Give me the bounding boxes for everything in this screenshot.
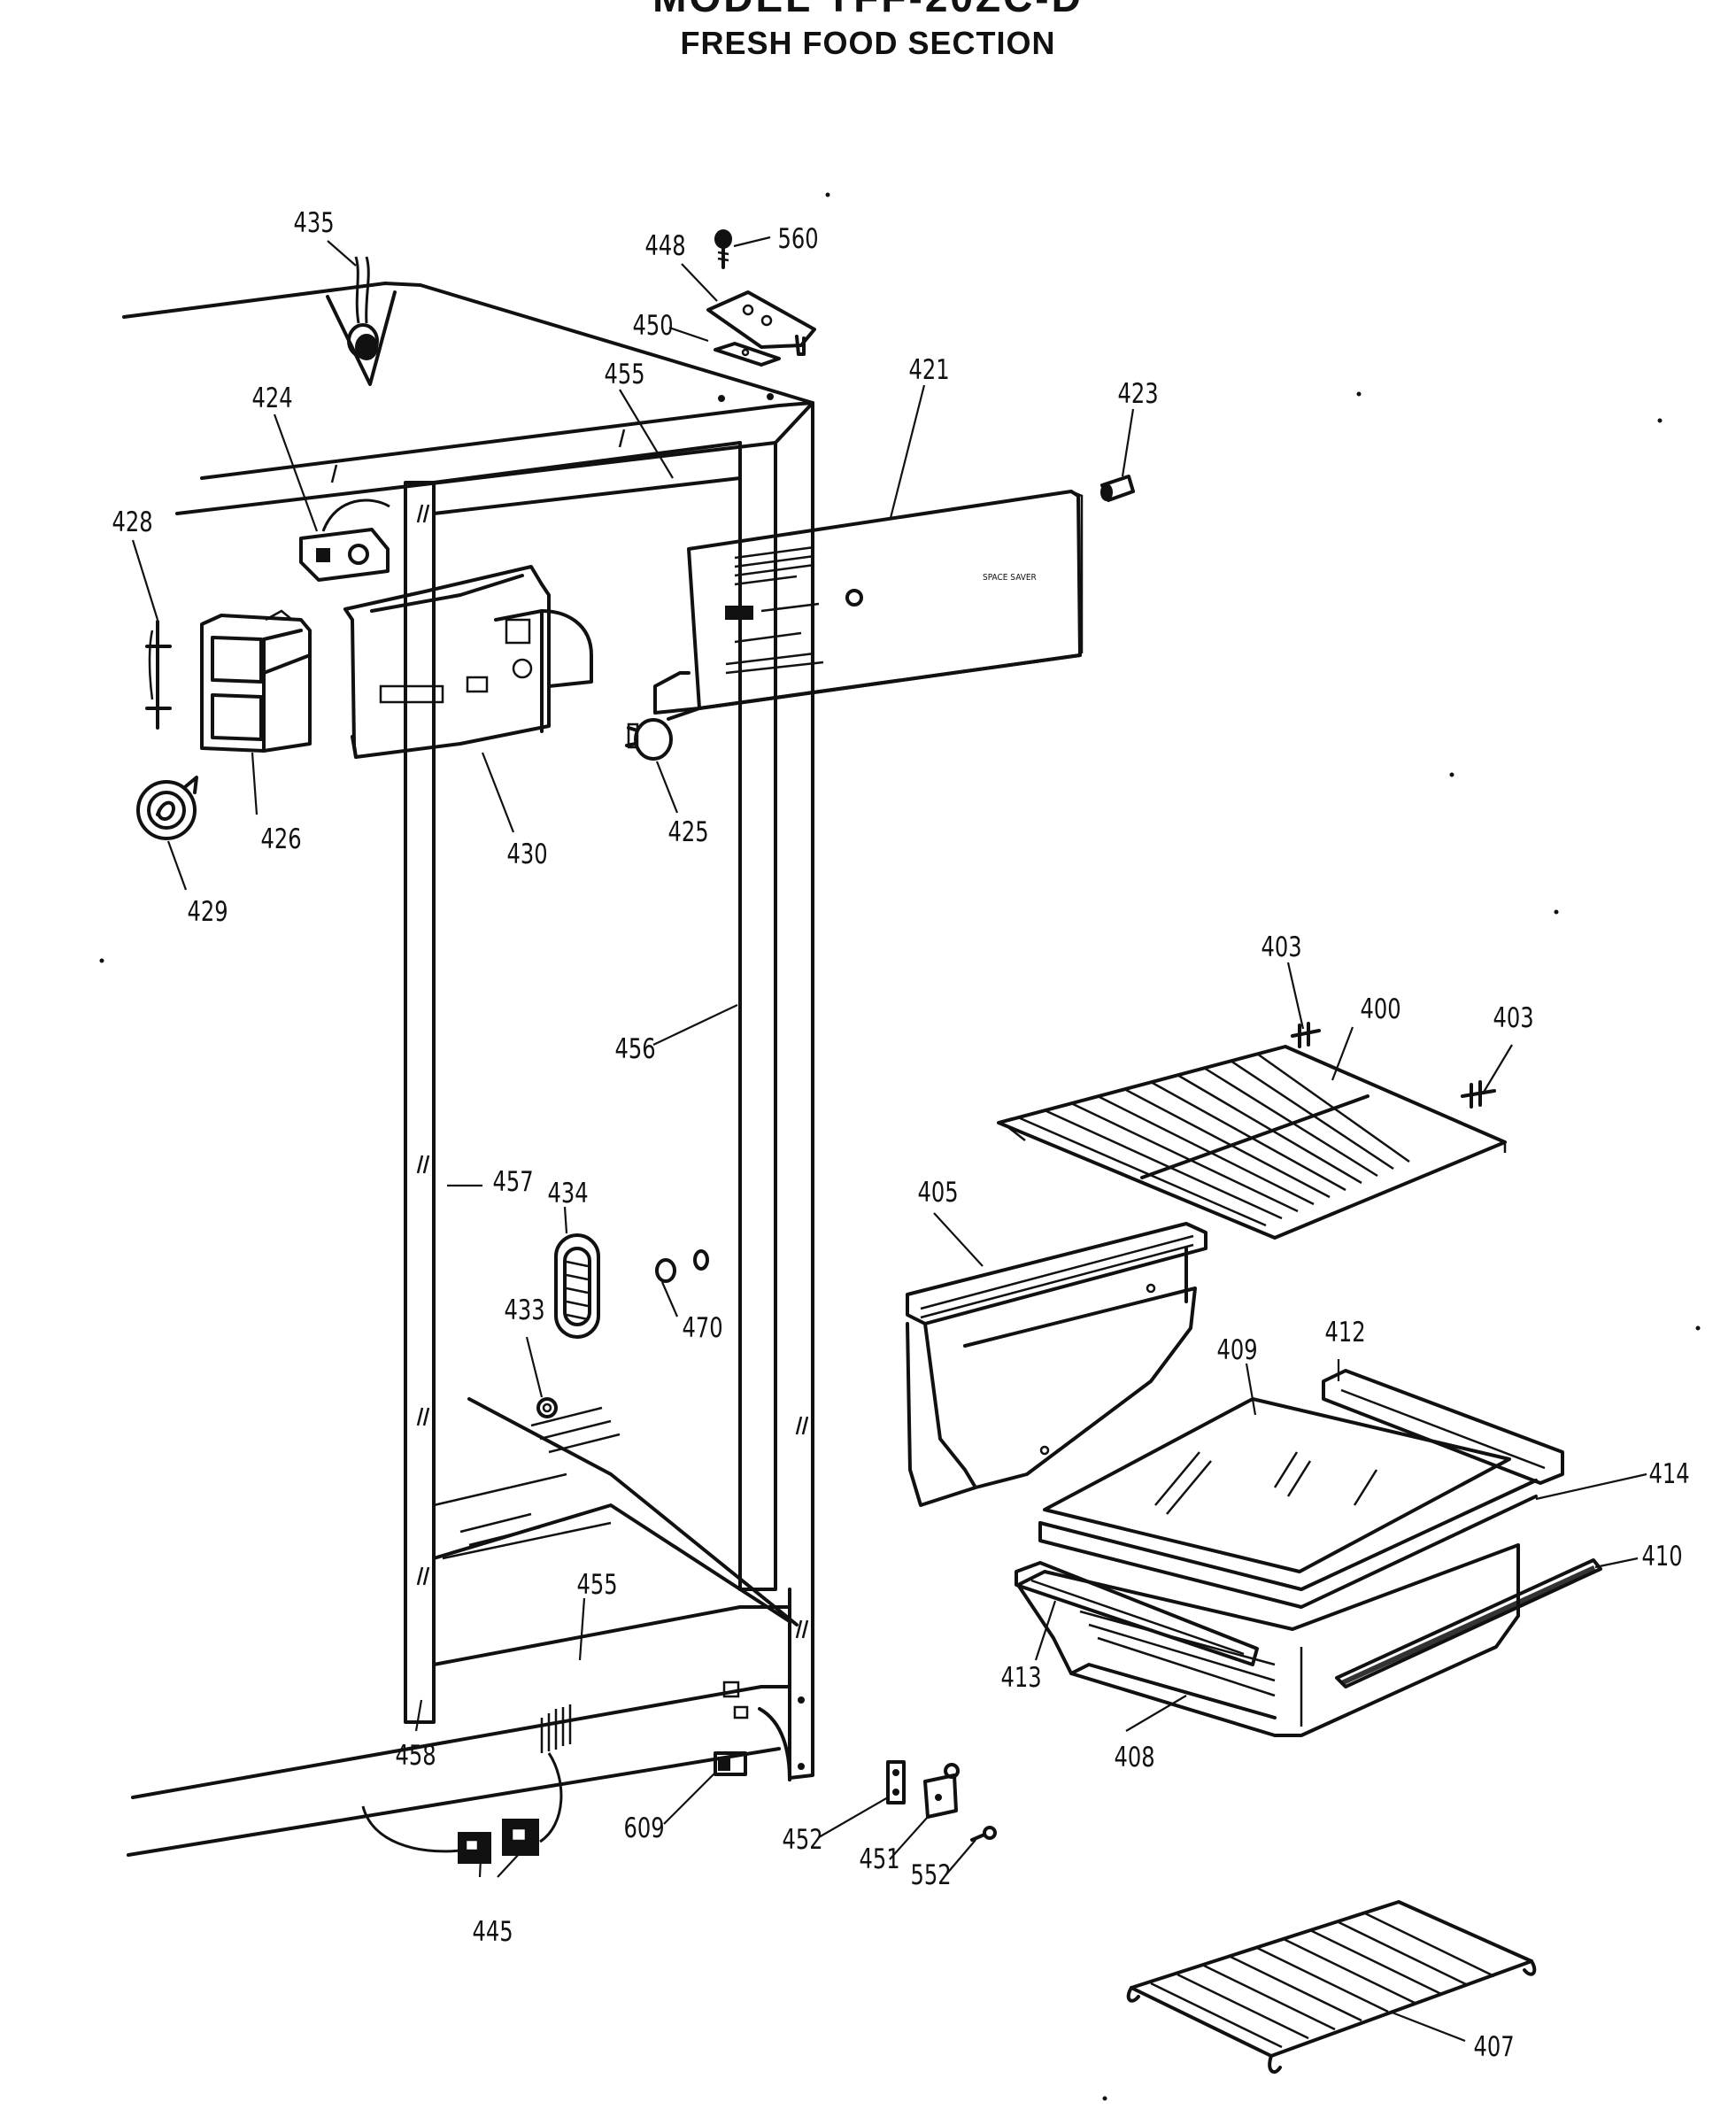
part-424-switch (299, 498, 390, 582)
callout-414: 414 (1649, 1457, 1690, 1490)
callout-451: 451 (860, 1843, 900, 1875)
callout-435: 435 (294, 206, 335, 239)
part-470-plug (655, 1249, 709, 1283)
callout-456: 456 (615, 1032, 656, 1065)
callout-421: 421 (909, 353, 950, 386)
part-403-shelf-bracket-b (1461, 1080, 1496, 1109)
callout-424: 424 (252, 382, 293, 414)
leader-lines (131, 236, 1647, 2043)
callout-609: 609 (624, 1812, 665, 1844)
model-title: MODEL TFF-20ZC-D (0, 0, 1736, 21)
part-412-rail (1322, 1369, 1564, 1485)
part-407-wire-shelf (1126, 1900, 1537, 2075)
callout-448: 448 (645, 229, 686, 262)
callout-455-top: 455 (605, 358, 645, 390)
callout-403-right: 403 (1493, 1001, 1534, 1034)
callout-428: 428 (112, 506, 153, 538)
callout-412: 412 (1325, 1316, 1366, 1348)
part-445-wire-harness (361, 1752, 563, 1864)
part-400-wire-shelf (997, 1045, 1507, 1240)
callout-423: 423 (1118, 377, 1159, 410)
part-403-shelf-bracket-a (1291, 1022, 1321, 1048)
callout-430: 430 (507, 838, 548, 870)
part-405-crisper-frame (906, 1222, 1207, 1507)
callout-425: 425 (668, 815, 709, 848)
part-408-crisper-pan (1016, 1543, 1520, 1737)
callout-labels: 435 448 560 450 455 421 423 424 428 426 … (112, 206, 1690, 2063)
part-410-handle (1335, 1558, 1602, 1688)
part-414-cover-frame (1038, 1479, 1538, 1609)
part-426-housing (200, 609, 312, 753)
part-430-control-housing (343, 565, 593, 759)
callout-413: 413 (1001, 1661, 1042, 1694)
part-429-thermostat-knob (136, 776, 198, 840)
callout-458: 458 (396, 1739, 436, 1772)
part-409-glass-cover (1043, 1397, 1511, 1573)
part-450-hinge-shim (714, 342, 781, 367)
callout-457: 457 (493, 1165, 534, 1198)
part-428-bracket (145, 620, 172, 730)
control-panel-brand-text: SPACE SAVER (983, 573, 1037, 583)
part-433-button (536, 1397, 558, 1418)
callout-410: 410 (1642, 1540, 1683, 1572)
callout-470: 470 (683, 1311, 723, 1344)
callout-433: 433 (505, 1294, 545, 1326)
part-435-light-socket (347, 256, 379, 360)
callout-429: 429 (188, 895, 228, 928)
part-552-screw (970, 1826, 997, 1842)
callout-434: 434 (548, 1177, 589, 1209)
part-425-lamp (625, 718, 673, 761)
section-title: FRESH FOOD SECTION (680, 25, 1056, 61)
part-421-control-panel: SPACE SAVER (653, 490, 1084, 721)
callout-450: 450 (633, 309, 674, 342)
part-423-knob (1100, 475, 1135, 502)
part-434-diffuser (554, 1233, 600, 1339)
callout-405: 405 (918, 1176, 959, 1209)
part-451-bottom-hinge (923, 1763, 960, 1819)
callout-426: 426 (261, 823, 302, 855)
part-452-plate (886, 1760, 906, 1804)
part-560-screw (714, 229, 732, 269)
callout-552: 552 (911, 1858, 952, 1891)
part-413-rail (1015, 1561, 1259, 1666)
callout-407: 407 (1474, 2030, 1515, 2063)
callout-408: 408 (1115, 1741, 1155, 1773)
callout-403-left: 403 (1261, 931, 1302, 963)
callout-560: 560 (778, 222, 819, 255)
callout-400: 400 (1361, 993, 1401, 1025)
scan-speckles (99, 192, 1701, 2101)
part-609-switch (714, 1751, 747, 1776)
callout-455-bottom: 455 (577, 1568, 618, 1601)
callout-452: 452 (783, 1823, 823, 1856)
callout-445: 445 (473, 1915, 513, 1948)
part-448-top-hinge (706, 290, 816, 356)
cabinet-shell (122, 282, 814, 1857)
callout-409: 409 (1217, 1333, 1258, 1366)
